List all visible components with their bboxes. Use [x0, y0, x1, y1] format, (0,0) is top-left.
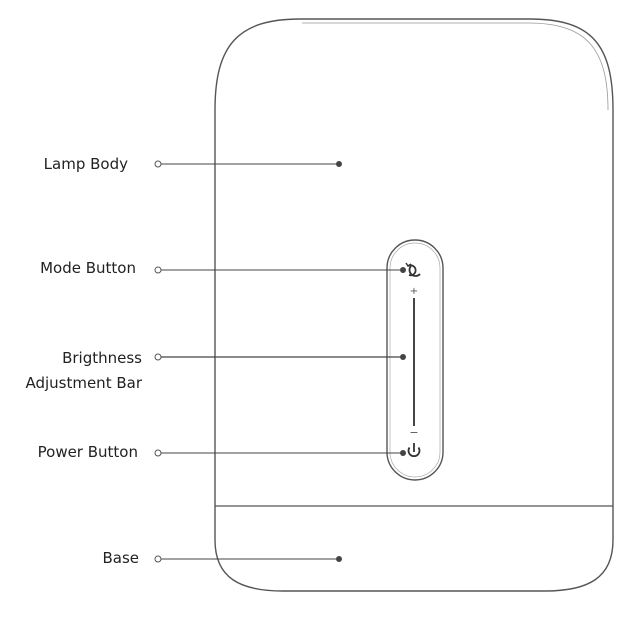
refresh-icon[interactable] [405, 262, 421, 277]
leader-lamp-body [154, 160, 342, 168]
lamp-body-inner-edge [302, 22, 609, 111]
brightness-minus-label: − [409, 426, 418, 439]
control-panel [386, 239, 444, 481]
label-power-button: Power Button [37, 443, 138, 461]
label-base: Base [102, 549, 139, 567]
leader-base [154, 555, 342, 563]
control-panel-inner [389, 242, 441, 478]
leader-mode-button [154, 266, 406, 274]
leader-brightness-bar [154, 353, 406, 361]
label-brightness-line1: Brigthness [62, 349, 142, 367]
power-icon[interactable] [407, 443, 421, 457]
label-mode-button: Mode Button [40, 259, 136, 277]
label-lamp-body: Lamp Body [43, 155, 128, 173]
leader-power-button [154, 449, 406, 457]
lamp-body-outline [214, 18, 614, 592]
label-brightness-line2: Adjustment Bar [25, 374, 142, 392]
brightness-plus-label: + [410, 286, 418, 297]
